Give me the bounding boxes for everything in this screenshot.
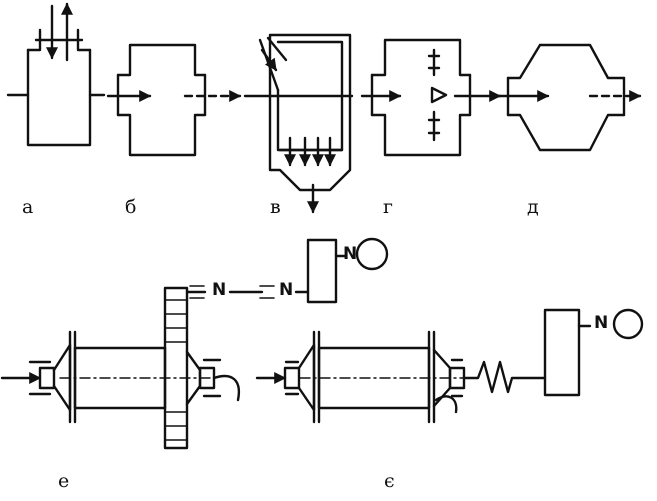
- mill-v: [243, 33, 354, 214]
- mill-a: [6, 2, 106, 147]
- label-e: е: [58, 470, 70, 492]
- motor-symbol-e: N: [343, 244, 358, 264]
- mill-ye: [255, 308, 644, 424]
- coupling-symbol-2: N: [279, 280, 294, 300]
- mill-g: [360, 38, 502, 157]
- label-a: а: [22, 196, 34, 218]
- coupling-symbol-1: N: [212, 280, 227, 300]
- mill-b: [106, 43, 242, 157]
- label-ye: є: [384, 470, 395, 492]
- label-g: г: [383, 196, 393, 218]
- mill-e: [0, 237, 389, 450]
- mill-d: [496, 43, 642, 152]
- label-b: б: [125, 196, 137, 218]
- label-v: в: [270, 196, 281, 218]
- motor-symbol-ye: N: [594, 313, 609, 333]
- label-d: д: [527, 196, 539, 218]
